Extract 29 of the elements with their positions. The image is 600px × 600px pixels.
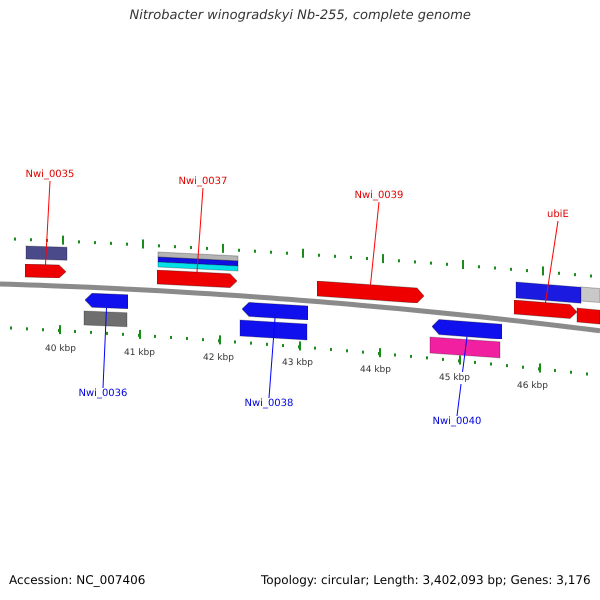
gene-block — [25, 264, 66, 278]
scale-label: 40 kbp — [45, 343, 76, 355]
leader-line — [545, 220, 558, 303]
gene-label: Nwi_0036 — [78, 388, 128, 400]
scale-label: 45 kbp — [439, 372, 470, 384]
accession-text: Accession: NC_007406 — [9, 574, 146, 586]
title: Nitrobacter winogradskyi Nb-255, complete genome — [130, 10, 471, 22]
gene-block — [432, 319, 502, 340]
gene-label: Nwi_0035 — [26, 169, 74, 181]
gene-label: Nwi_0037 — [178, 176, 228, 188]
genome-summary-text: Topology: circular; Length: 3,402,093 bp; Genes: 3,176 — [261, 574, 591, 586]
gene-label: ubiE — [547, 209, 569, 221]
scale-label: 41 kbp — [124, 347, 155, 359]
gene-block — [85, 293, 128, 309]
leader-line — [196, 188, 204, 272]
gene-block — [242, 302, 308, 320]
gene-label: Nwi_0040 — [432, 416, 482, 428]
scale-label: 43 kbp — [282, 357, 313, 369]
leader-line — [102, 307, 107, 388]
gene-block — [157, 270, 237, 288]
scale-label: 42 kbp — [203, 352, 234, 364]
gene-label: Nwi_0038 — [244, 398, 294, 410]
scale-label: 44 kbp — [360, 364, 391, 376]
leader-line — [268, 318, 276, 398]
gene-label: Nwi_0039 — [354, 190, 404, 202]
leader-line — [45, 180, 50, 266]
gene-block — [317, 281, 424, 304]
scale-label: 46 kbp — [517, 380, 548, 392]
leader-line — [370, 202, 380, 286]
